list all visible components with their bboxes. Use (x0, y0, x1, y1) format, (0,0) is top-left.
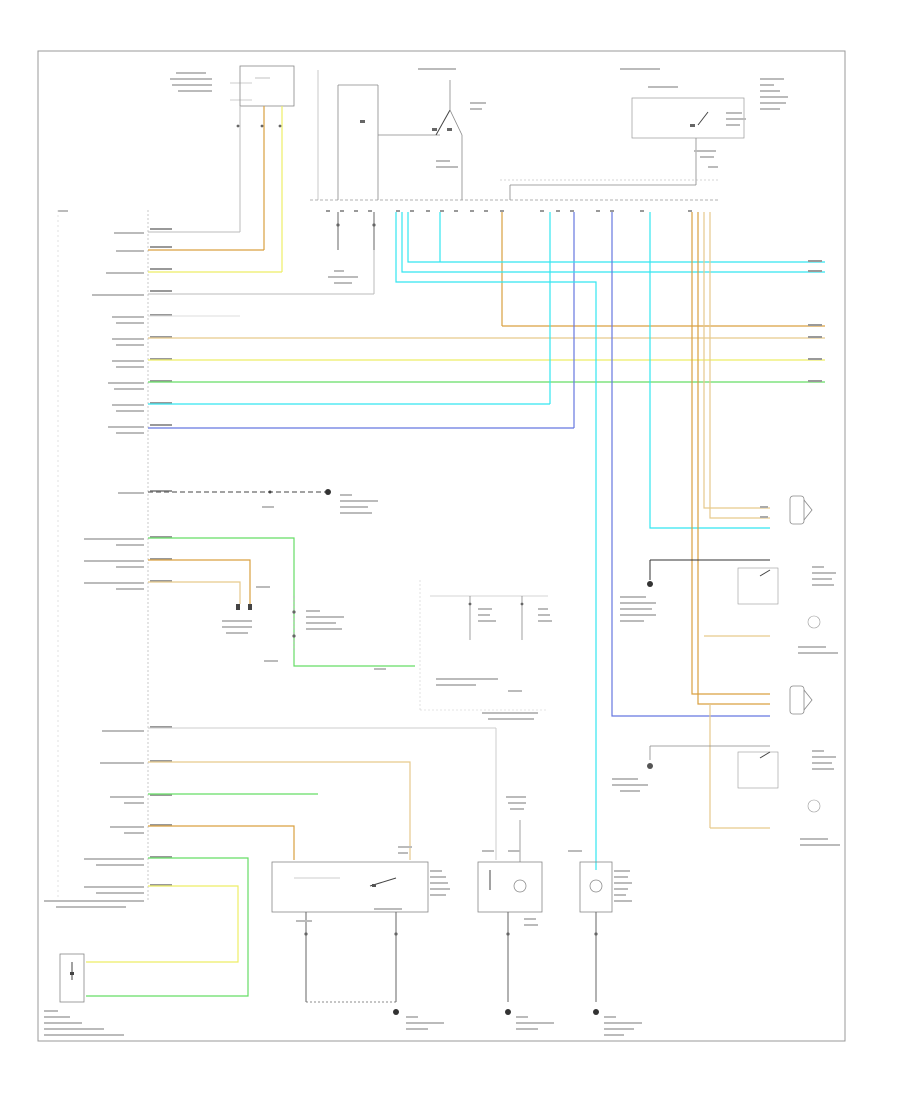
headlamp-switch-block (271, 861, 429, 1015)
middle-switch (236, 596, 296, 652)
wire-green-module (86, 857, 249, 997)
right-front-lamp-lower (789, 685, 813, 715)
top-left-label-block (170, 72, 212, 92)
middle-connector-block (419, 580, 548, 711)
right-side-marker-lower (647, 745, 821, 813)
wire-cyan-row-9 (148, 212, 551, 405)
wire-black-ground (148, 489, 331, 495)
bottom-left-switch (59, 953, 85, 1003)
wire-light-grey-lower (148, 727, 497, 860)
wire-green-to-switch (148, 537, 415, 667)
left-pin-labels (44, 232, 144, 908)
wire-tan-lower (148, 761, 411, 860)
left-module (57, 210, 149, 905)
courtesy-lamp-labels (568, 850, 642, 1036)
left-pin-numbers (150, 228, 172, 886)
top-left-switch-block (230, 65, 295, 272)
top-center-labels (418, 68, 486, 168)
right-lamp-labels (612, 566, 840, 846)
wire-grey-row-4 (148, 250, 375, 295)
top-center-ground-label (328, 270, 358, 284)
right-front-lamp-upper (760, 495, 813, 525)
right-edge-labels (808, 260, 822, 382)
right-vertical-wires (611, 212, 770, 829)
wire-yellow-module (86, 885, 239, 963)
wire-orange-long (501, 212, 825, 327)
top-connector-row (310, 179, 720, 250)
top-right-switch (509, 97, 745, 200)
top-right-labels (620, 68, 788, 168)
diagram-frame (37, 50, 846, 1042)
ground-labels (262, 494, 378, 514)
dome-lamp-labels (482, 796, 554, 1030)
middle-connector-labels (436, 608, 552, 720)
courtesy-lamp (579, 861, 613, 1015)
middle-switch-labels (222, 586, 386, 670)
dome-lamp (477, 820, 543, 1015)
wire-orange-lower (148, 825, 295, 860)
right-side-marker-upper (647, 559, 821, 629)
wire-blue-row-10 (148, 212, 575, 429)
headlamp-switch-labels (296, 846, 450, 1030)
bottom-left-labels (44, 1010, 124, 1036)
wire-cyan-bundle (395, 212, 825, 870)
top-center-switch (317, 70, 463, 200)
